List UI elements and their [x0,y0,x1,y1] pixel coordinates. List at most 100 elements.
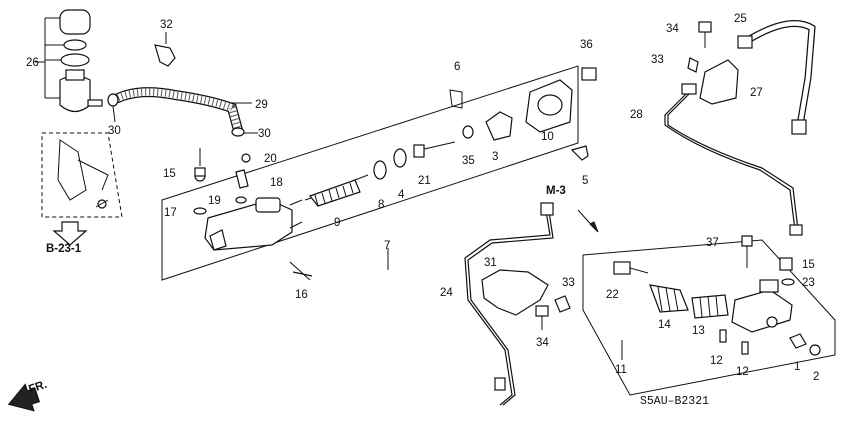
pin-6 [449,89,463,109]
fitting-18 [235,169,249,189]
cap-2 [809,344,821,356]
clip-32 [154,32,176,67]
clip-16 [292,271,313,277]
boot-14-folds [657,286,679,312]
front-label: FR. [27,379,48,396]
bracket-line-26 [44,17,64,99]
nut-35 [462,125,474,139]
front-arrow [7,383,41,412]
callout-15a: 15 [163,168,176,180]
boot-8 [373,160,387,180]
pipe-24 [464,204,551,406]
bracket-31 [481,269,549,316]
washer-19 [235,196,247,204]
boot-14 [649,284,689,313]
reservoir-body [59,75,91,113]
reservoir-outlet [87,99,103,107]
callout-10: 10 [541,131,554,143]
callout-31: 31 [484,257,497,269]
reservoir-hose [107,87,258,137]
callout-30b: 30 [258,128,271,140]
callout-27: 27 [750,87,763,99]
bracket-27 [699,59,739,105]
callout-29: 29 [255,99,268,111]
hose-25-fill [746,21,815,126]
b23-inset [41,132,123,246]
clip-33-top [687,57,699,73]
hose-clip-upper [107,93,119,107]
callout-36: 36 [580,39,593,51]
bolt-34-mid [535,305,549,317]
bolt-22-head [613,261,631,275]
pipe-24-end [494,377,506,391]
ref-m3: M-3 [546,185,566,197]
callout-34b: 34 [536,337,549,349]
callout-20: 20 [264,153,277,165]
reservoir-neck [65,69,85,81]
reservoir-cap [59,9,91,35]
callout-26: 26 [26,57,39,69]
washer-17 [193,207,207,215]
callout-5: 5 [582,175,588,187]
inset-bolt-shank [95,199,109,208]
callout-34a: 34 [666,23,679,35]
spring-coils [314,182,354,207]
reservoir-assembly [35,9,103,113]
slave-cylinder [731,289,793,333]
inset-arrow [52,221,88,246]
sc-box-outline [582,239,836,396]
callout-30a: 30 [108,125,121,137]
arrow-m3-head [589,221,599,233]
callout-37: 37 [706,237,719,249]
callout-35: 35 [462,155,475,167]
mc-flange [209,229,227,251]
reservoir-filter [60,53,90,67]
mc-box-outline [161,65,579,281]
clip-32-body [154,44,176,67]
diagram-code: S5AU–B2321 [640,395,709,408]
mc-reservoir-port [255,197,281,213]
front-arrow-shape [7,383,41,412]
inset-box [41,132,123,218]
callout-28: 28 [630,109,643,121]
pin-12b [741,341,749,355]
hose-29-fill [114,88,242,134]
pin-12a [719,329,727,343]
callout-4: 4 [398,189,405,201]
spring-9 [309,179,361,207]
callout-32: 32 [160,19,173,31]
callout-23: 23 [802,277,815,289]
slave-cylinder-bleed [766,316,778,328]
cap-seal [63,39,87,51]
bolt-37-head [741,235,753,247]
callout-15b: 15 [802,259,815,271]
pipe-28-end [789,224,803,236]
bolt-15 [194,167,206,177]
callout-1: 1 [794,361,800,373]
callout-14: 14 [658,319,671,331]
bolt-15b [779,257,793,271]
callout-22: 22 [606,289,619,301]
pipe-28-inner [667,89,799,231]
callout-17: 17 [164,207,177,219]
circlip-4 [393,148,407,168]
callout-24: 24 [440,287,453,299]
callout-19: 19 [208,195,221,207]
slave-cylinder-port [759,279,779,293]
hose-clip-lower [231,127,245,137]
callout-33a: 33 [651,54,664,66]
inset-bracket [57,139,109,201]
callout-3: 3 [492,151,498,163]
gasket-10-hole [537,94,563,116]
pin-21-head [413,144,425,158]
pipe-24-fitting [540,202,554,216]
clip-33-mid [554,295,571,313]
bolt-20 [241,153,251,163]
callout-7: 7 [384,240,390,252]
callout-2: 2 [813,371,819,383]
callout-18: 18 [270,177,283,189]
callout-12b: 12 [736,366,749,378]
pipe-24-inner [467,204,554,406]
